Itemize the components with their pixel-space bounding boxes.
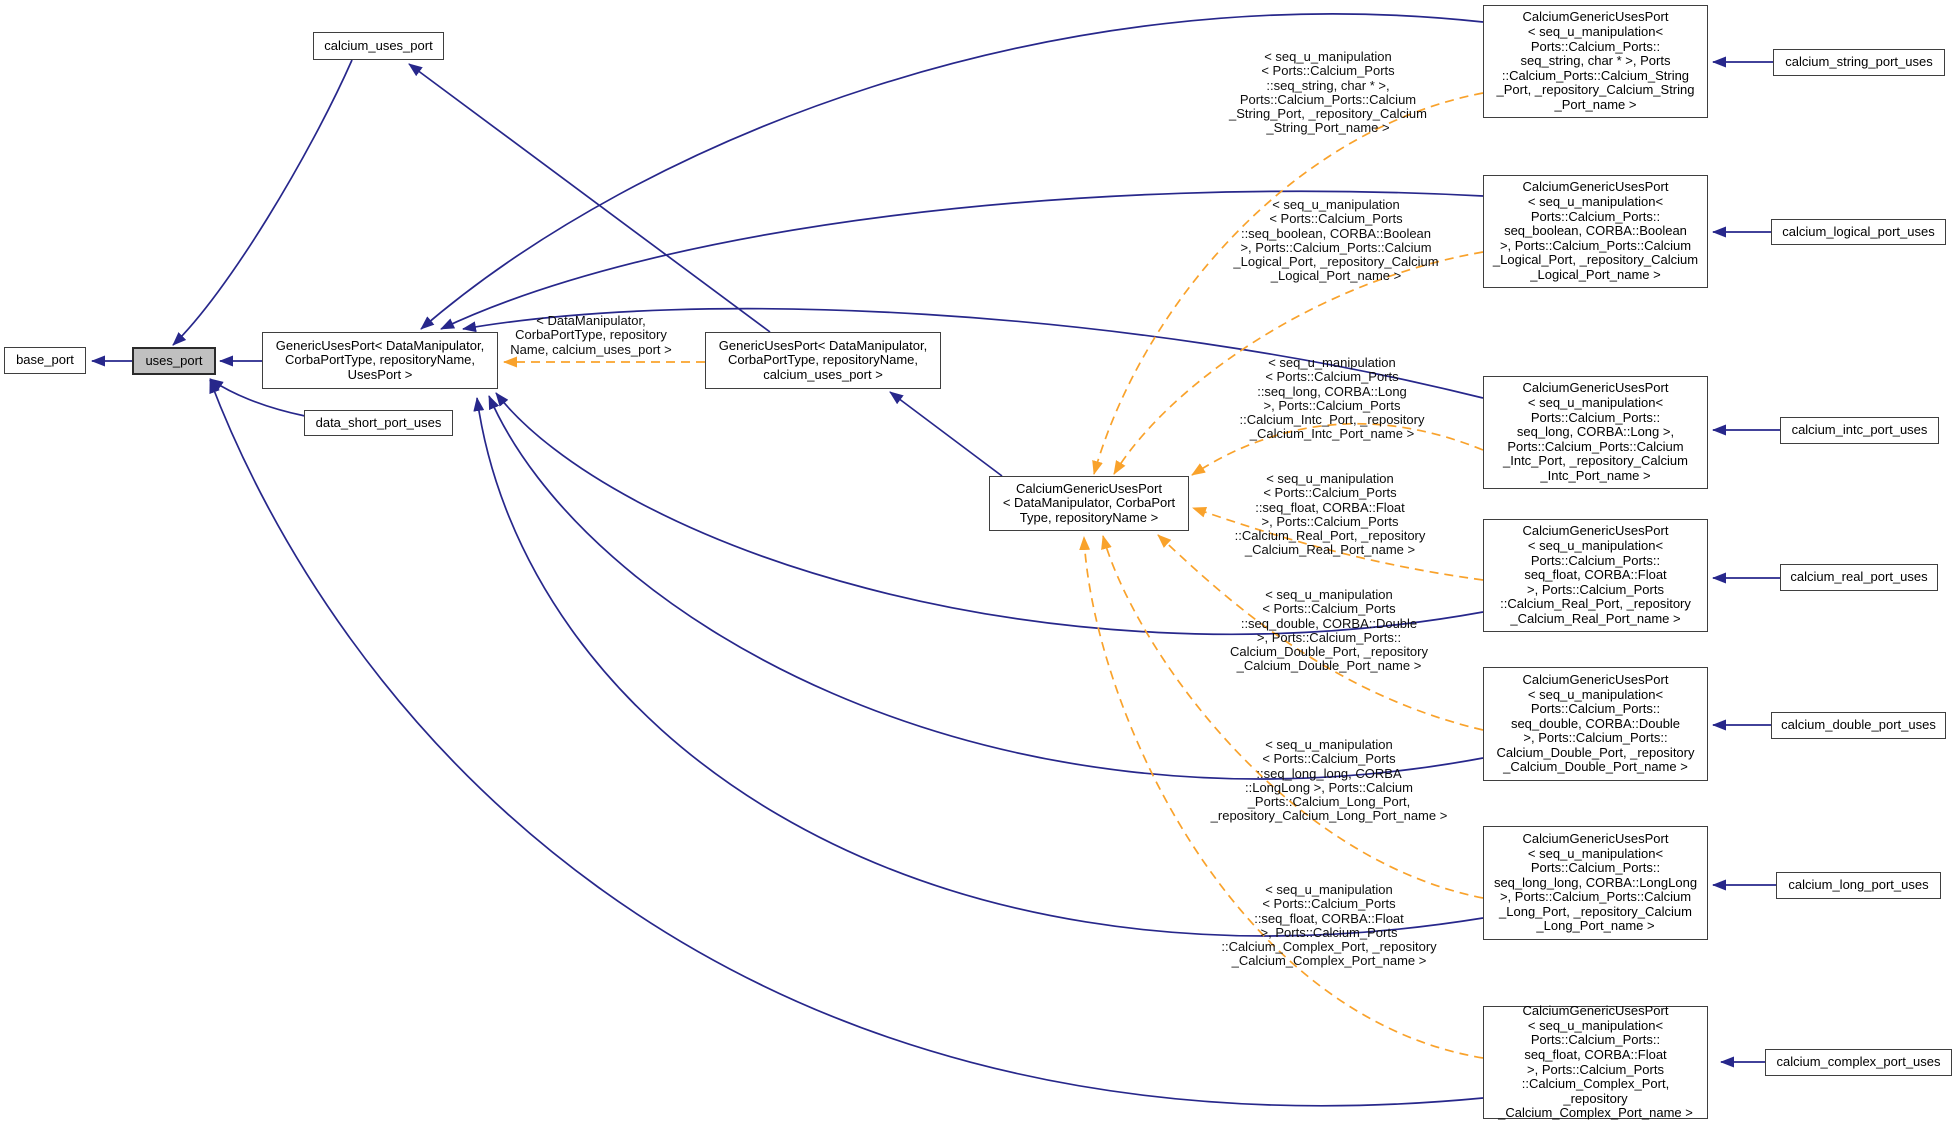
edge-label-double-instantiation: < seq_u_manipulation < Ports::Calcium_Po…: [1230, 587, 1428, 674]
edge-label-long-instantiation: < seq_u_manipulation < Ports::Calcium_Po…: [1210, 737, 1448, 824]
node-base-port[interactable]: base_port: [4, 347, 86, 374]
node-calcium-intc-port-uses[interactable]: calcium_intc_port_uses: [1780, 417, 1939, 444]
edge-genericusesport2-to-calciumusesport: [408, 63, 771, 333]
edge-instlogical-inst-calciumgeneric: [1113, 251, 1484, 475]
edge-label-real-instantiation: < seq_u_manipulation < Ports::Calcium_Po…: [1234, 471, 1426, 558]
node-generic-uses-port-usesport[interactable]: GenericUsesPort< DataManipulator, CorbaP…: [262, 332, 498, 389]
edge-label-logical-instantiation: < seq_u_manipulation < Ports::Calcium_Po…: [1233, 197, 1439, 284]
edge-calciumusesport-to-usesport: [172, 59, 353, 346]
node-calcium-logical-port-uses[interactable]: calcium_logical_port_uses: [1771, 219, 1946, 245]
edge-instreal-inst-calciumgeneric: [1192, 506, 1484, 581]
node-inst-complex[interactable]: CalciumGenericUsesPort < seq_u_manipulat…: [1483, 1003, 1708, 1120]
node-calcium-string-port-uses[interactable]: calcium_string_port_uses: [1773, 49, 1945, 76]
edge-instdouble-inst-calciumgeneric: [1157, 534, 1484, 731]
edge-instlong-inst-calciumgeneric: [1101, 535, 1484, 899]
edge-instdouble-to-genericusesport1: [488, 395, 1484, 780]
node-inst-double[interactable]: CalciumGenericUsesPort < seq_u_manipulat…: [1483, 667, 1708, 781]
edge-instreal-to-genericusesport1: [495, 392, 1484, 636]
edge-instlong-to-genericusesport1: [473, 397, 1484, 937]
node-inst-intc[interactable]: CalciumGenericUsesPort < seq_u_manipulat…: [1483, 376, 1708, 489]
edge-inststring-to-genericusesport1: [420, 13, 1484, 330]
node-data-short-port-uses[interactable]: data_short_port_uses: [304, 410, 453, 436]
node-inst-string[interactable]: CalciumGenericUsesPort < seq_u_manipulat…: [1483, 5, 1708, 118]
edge-instlogical-to-genericusesport1: [440, 190, 1484, 330]
node-uses-port[interactable]: uses_port: [132, 347, 216, 375]
edge-instcomplex-inst-calciumgeneric: [1079, 536, 1484, 1059]
node-calcium-double-port-uses[interactable]: calcium_double_port_uses: [1771, 712, 1946, 739]
edge-label-string-instantiation: < seq_u_manipulation < Ports::Calcium_Po…: [1229, 49, 1427, 136]
edge-instintc-inst-calciumgeneric: [1191, 422, 1484, 476]
node-calcium-long-port-uses[interactable]: calcium_long_port_uses: [1776, 872, 1941, 899]
edge-calciumgeneric-to-genericusesport2: [889, 391, 1003, 477]
node-inst-real[interactable]: CalciumGenericUsesPort < seq_u_manipulat…: [1483, 519, 1708, 632]
node-calcium-real-port-uses[interactable]: calcium_real_port_uses: [1780, 564, 1938, 591]
node-calcium-uses-port[interactable]: calcium_uses_port: [313, 32, 444, 60]
node-generic-uses-port-calcium[interactable]: GenericUsesPort< DataManipulator, CorbaP…: [705, 332, 941, 389]
node-inst-long[interactable]: CalciumGenericUsesPort < seq_u_manipulat…: [1483, 826, 1708, 940]
edge-label-complex-instantiation: < seq_u_manipulation < Ports::Calcium_Po…: [1221, 882, 1437, 969]
node-calcium-generic-template[interactable]: CalciumGenericUsesPort < DataManipulator…: [989, 476, 1189, 531]
edge-instintc-to-genericusesport1: [462, 307, 1484, 399]
edge-instcomplex-to-usesport: [209, 379, 1484, 1107]
edge-label-generic-instantiation: < DataManipulator, CorbaPortType, reposi…: [510, 313, 672, 357]
node-inst-logical[interactable]: CalciumGenericUsesPort < seq_u_manipulat…: [1483, 175, 1708, 288]
edge-label-intc-instantiation: < seq_u_manipulation < Ports::Calcium_Po…: [1239, 355, 1425, 442]
edge-inststring-inst-calciumgeneric: [1092, 92, 1484, 475]
node-calcium-complex-port-uses[interactable]: calcium_complex_port_uses: [1765, 1049, 1952, 1076]
